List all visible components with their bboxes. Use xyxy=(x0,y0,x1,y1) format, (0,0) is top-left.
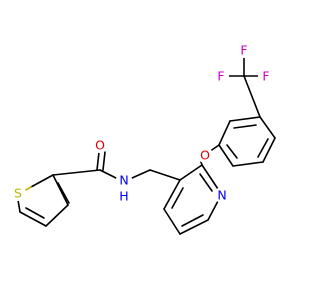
atom-hydrogen-amide: H xyxy=(119,189,128,204)
bond-pyc6-pyc5-inner xyxy=(181,214,204,227)
bond-pyc2-n-inner xyxy=(199,173,213,192)
bond-c4-c5-inner xyxy=(25,207,45,219)
bond-pyc5-pyc4 xyxy=(163,208,181,235)
bond-n-ch2 xyxy=(131,169,151,179)
bond-ph-b-inner xyxy=(233,124,257,129)
bond-ch2-pyc3 xyxy=(149,169,181,181)
atom-fluorine-1: F xyxy=(240,43,247,58)
bond-ph-e xyxy=(232,161,264,167)
bond-pyc4-pyc3-inner xyxy=(171,187,184,209)
bonds xyxy=(17,57,276,235)
bond-ph-d xyxy=(262,137,276,163)
bond-ph-d-inner xyxy=(257,138,269,158)
bond-carbonyl-n xyxy=(99,169,117,179)
atom-labels: S O N H O N F F F xyxy=(10,42,274,204)
bond-pyc2-n xyxy=(201,164,219,190)
bond-c-o-double-b xyxy=(102,151,106,171)
atom-fluorine-3: F xyxy=(262,69,269,84)
bond-pyc6-pyc5 xyxy=(179,219,209,235)
bond-n-pyc6 xyxy=(207,200,219,221)
atom-oxygen-ether: O xyxy=(200,148,210,163)
atom-oxygen-carbonyl: O xyxy=(95,138,105,153)
atom-sulfur: S xyxy=(14,186,22,201)
atom-nitrogen-pyridine: N xyxy=(217,188,226,203)
bond-ph-a xyxy=(218,120,231,146)
bond-ph-f xyxy=(218,144,234,167)
bond-ph-c xyxy=(259,116,276,139)
bond-c2-c3-inner xyxy=(57,182,70,204)
atom-nitrogen-amide: N xyxy=(119,173,128,188)
bond-c3-c4 xyxy=(45,204,69,227)
bond-pyc4-pyc3 xyxy=(163,179,181,210)
bond-c-o-double-a xyxy=(96,151,100,171)
molecule-structure: S O N H O N F F F xyxy=(10,42,276,235)
atom-fluorine-2: F xyxy=(217,69,224,84)
bond-ph-cf3 xyxy=(243,75,261,118)
bond-ph-b xyxy=(229,116,261,122)
bond-c2-c3 xyxy=(52,174,69,206)
bond-s-c2 xyxy=(30,174,54,188)
bond-c2-carbonyl xyxy=(52,169,101,176)
bond-c4-c5 xyxy=(19,211,47,227)
bond-c5-s xyxy=(17,199,21,213)
bond-pyc3-pyc2 xyxy=(179,164,203,181)
bond-ph-f-inner xyxy=(226,144,238,159)
